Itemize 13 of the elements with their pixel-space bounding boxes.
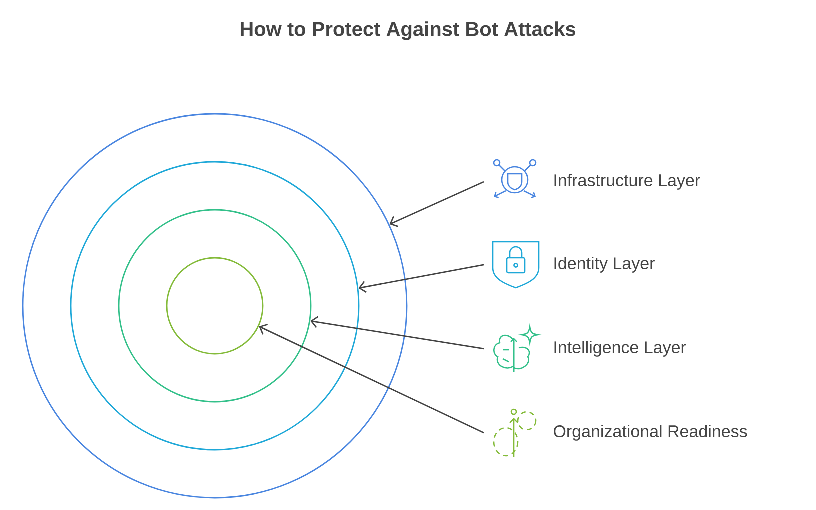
ring xyxy=(118,209,312,403)
arrow xyxy=(310,316,484,350)
layer-label: Identity Layer xyxy=(554,257,655,273)
layer-label: Intelligence Layer xyxy=(554,341,686,357)
arrow xyxy=(390,181,484,228)
layer-label: Infrastructure Layer xyxy=(554,174,700,190)
layer-label: Organizational Readiness xyxy=(554,425,748,441)
arrow xyxy=(259,324,484,434)
ring xyxy=(22,113,408,499)
arrow xyxy=(358,264,484,294)
ring xyxy=(70,161,360,451)
title: How to Protect Against Bot Attacks xyxy=(241,22,576,40)
ring xyxy=(166,257,264,355)
